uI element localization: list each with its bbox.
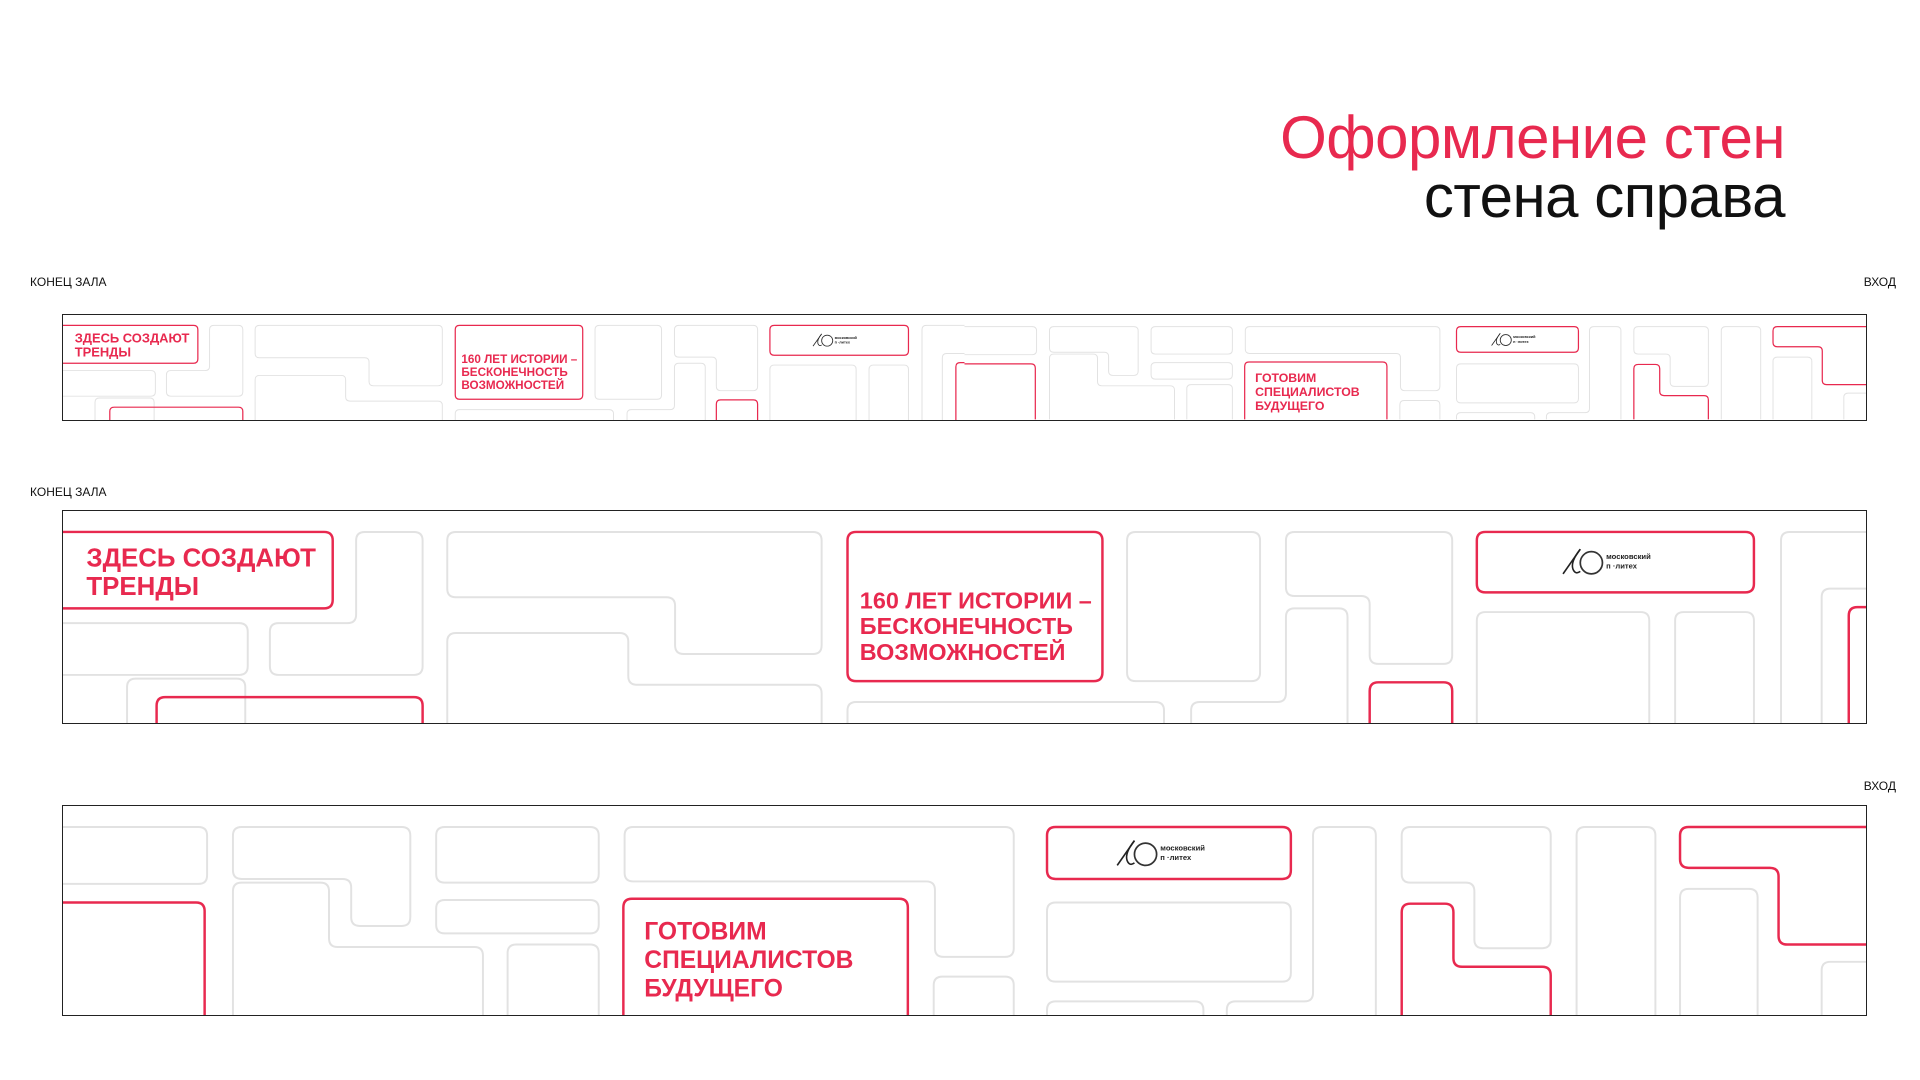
panel-trends-frame xyxy=(63,530,334,610)
pattern-block xyxy=(1284,530,1454,665)
logo-panel-frame xyxy=(1045,825,1293,881)
logo-text-line2: п ·литех xyxy=(1606,561,1638,570)
pattern-block xyxy=(1820,960,1866,1015)
pattern-block xyxy=(1225,826,1377,1015)
pattern-block xyxy=(268,530,424,676)
page-subtitle: стена справа xyxy=(1423,163,1786,230)
pattern-block xyxy=(932,975,1015,1015)
pattern-block xyxy=(1475,611,1651,723)
pattern-block xyxy=(231,881,484,1015)
pattern-block xyxy=(623,826,1015,958)
pattern-block xyxy=(231,826,412,927)
panel-history-line3: ВОЗМОЖНОСТЕЙ xyxy=(860,638,1066,665)
pattern-block xyxy=(1400,826,1552,950)
pattern-block xyxy=(63,826,209,885)
label-entrance-top: ВХОД xyxy=(1863,275,1896,289)
pattern-block xyxy=(446,632,823,723)
wall-overview-graphic xyxy=(63,315,1866,420)
pattern-block xyxy=(1046,901,1292,983)
panel-specialists-frame xyxy=(622,897,910,1015)
pattern-block xyxy=(1820,587,1866,723)
accent-block xyxy=(1368,681,1454,723)
panel-history-line2: БЕСКОНЕЧНОСТЬ xyxy=(860,613,1073,639)
page-title: Оформление стен xyxy=(1280,104,1785,171)
pattern-block xyxy=(63,622,249,676)
polytech-160-mark-icon xyxy=(1562,548,1604,575)
label-hall-end: КОНЕЦ ЗАЛА xyxy=(30,485,107,499)
polytech-160-mark-icon xyxy=(1116,840,1158,867)
label-entrance: ВХОД xyxy=(1863,779,1896,793)
panel-specialists-line1: ГОТОВИМ xyxy=(644,919,766,946)
accent-block xyxy=(63,901,206,1015)
pattern-block xyxy=(1780,530,1866,723)
pattern-block xyxy=(446,530,823,655)
logo-text-line1: московский xyxy=(1606,552,1651,561)
pattern-block xyxy=(1126,530,1262,683)
pattern-block xyxy=(126,677,247,723)
panel-specialists-line3: БУДУЩЕГО xyxy=(644,975,783,1002)
pattern-block xyxy=(435,826,600,884)
pattern-block xyxy=(506,943,600,1015)
pattern-block xyxy=(1679,887,1759,1015)
logo-text-line1: московский xyxy=(1160,844,1205,853)
wall-overview-strip xyxy=(62,314,1867,421)
panel-history-line1: 160 ЛЕТ ИСТОРИИ – xyxy=(860,587,1092,613)
accent-block xyxy=(1678,825,1866,946)
overview-part-right xyxy=(957,327,1866,420)
panel-specialists-line2: СПЕЦИАЛИСТОВ xyxy=(644,947,853,974)
pattern-block xyxy=(1674,611,1755,723)
pattern-block xyxy=(846,701,1165,723)
pattern-block xyxy=(1190,607,1349,723)
pattern-block xyxy=(1575,826,1657,1015)
panel-history-frame xyxy=(846,530,1104,683)
accent-block xyxy=(1847,605,1866,723)
logo-panel-frame xyxy=(1475,530,1756,594)
pattern-block xyxy=(1046,1000,1205,1015)
accent-block xyxy=(1400,902,1552,1015)
panel-trends-line1: ЗДЕСЬ СОЗДАЮТ xyxy=(86,544,316,572)
panel-trends-line2: ТРЕНДЫ xyxy=(86,573,199,601)
logo-text-line2: п ·литех xyxy=(1160,853,1192,862)
accent-block xyxy=(155,695,424,723)
label-hall-end-top: КОНЕЦ ЗАЛА xyxy=(30,275,107,289)
overview-part-left xyxy=(63,325,979,420)
pattern-block xyxy=(435,898,600,935)
